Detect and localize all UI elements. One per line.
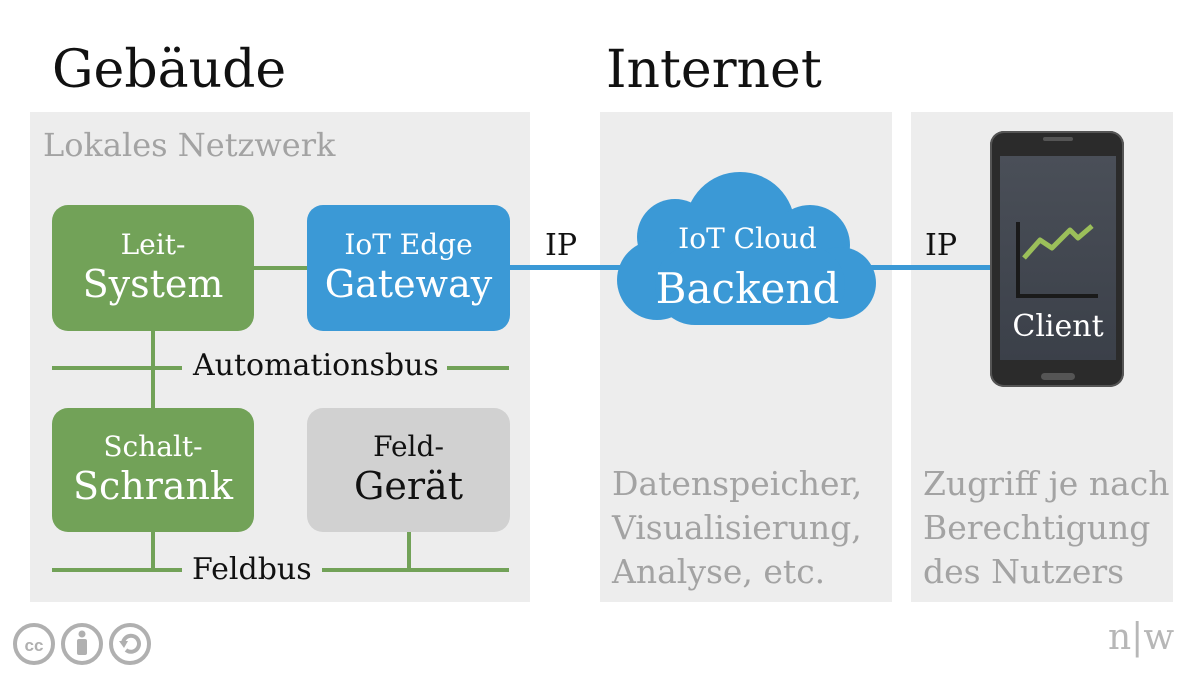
share-alike-icon bbox=[109, 623, 151, 665]
phone-speaker bbox=[1043, 137, 1073, 141]
gateway-line1: IoT Edge bbox=[344, 228, 473, 262]
license-icons: cc bbox=[13, 623, 151, 665]
cloud-description-line1: Datenspeicher, bbox=[612, 464, 863, 503]
svg-text:cc: cc bbox=[25, 636, 44, 655]
schaltschrank-box: Schalt- Schrank bbox=[52, 408, 254, 532]
heading-building: Gebäude bbox=[52, 40, 287, 100]
leitsystem-line2: System bbox=[82, 262, 224, 306]
schaltschrank-line1: Schalt- bbox=[103, 430, 203, 464]
leitsystem-box: Leit- System bbox=[52, 205, 254, 331]
gateway-box: IoT Edge Gateway bbox=[307, 205, 510, 331]
phone-home-button bbox=[1041, 373, 1075, 380]
feldgeraet-to-feldbus-line bbox=[407, 532, 411, 570]
gateway-line2: Gateway bbox=[324, 262, 493, 306]
cloud-line2: Backend bbox=[655, 264, 840, 313]
cloud-icon bbox=[617, 172, 876, 325]
field-bus-label: Feldbus bbox=[192, 552, 312, 587]
cloud-to-client-line bbox=[870, 265, 992, 270]
cloud-description: Datenspeicher, Visualisierung, Analyse, … bbox=[612, 462, 862, 594]
ip-label-cloud-client: IP bbox=[925, 228, 958, 263]
automation-bus-line-right bbox=[447, 366, 509, 370]
feldgeraet-box: Feld- Gerät bbox=[307, 408, 510, 532]
chart-icon bbox=[1016, 222, 1098, 298]
client-description-line3: des Nutzers bbox=[923, 551, 1125, 591]
client-description-line1: Zugriff je nach bbox=[923, 464, 1170, 503]
by-icon bbox=[61, 623, 103, 665]
ip-label-gateway-cloud: IP bbox=[545, 228, 578, 263]
client-description-line2: Berechtigung bbox=[923, 507, 1151, 547]
feldgeraet-line1: Feld- bbox=[373, 430, 444, 464]
fhnw-logo: n|w bbox=[1108, 617, 1175, 658]
heading-internet: Internet bbox=[606, 40, 822, 100]
field-bus-line-right bbox=[322, 568, 509, 572]
schaltschrank-line2: Schrank bbox=[72, 464, 234, 508]
field-bus-line-left bbox=[52, 568, 182, 572]
cloud-description-line3: Analyse, etc. bbox=[612, 551, 826, 591]
client-description: Zugriff je nach Berechtigung des Nutzers bbox=[923, 462, 1170, 594]
cloud-line1: IoT Cloud bbox=[678, 222, 817, 255]
cloud-description-line2: Visualisierung, bbox=[612, 507, 862, 547]
leitsystem-to-schaltschrank-line bbox=[151, 330, 155, 410]
leitsystem-line1: Leit- bbox=[120, 228, 186, 262]
client-label: Client bbox=[1012, 309, 1104, 344]
gateway-to-cloud-line bbox=[508, 265, 628, 270]
automation-bus-line-left bbox=[52, 366, 182, 370]
local-network-label: Lokales Netzwerk bbox=[43, 126, 336, 164]
automation-bus-label: Automationsbus bbox=[193, 348, 439, 383]
feldgeraet-line2: Gerät bbox=[354, 464, 463, 508]
cc-icon: cc bbox=[13, 623, 55, 665]
schaltschrank-to-feldbus-line bbox=[151, 532, 155, 570]
leitsystem-to-gateway-line bbox=[254, 266, 308, 270]
